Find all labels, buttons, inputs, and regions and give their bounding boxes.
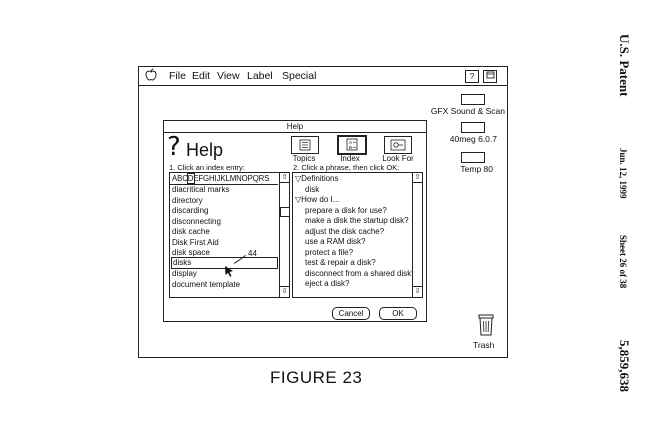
index-entry[interactable]: disk cache xyxy=(172,227,210,236)
volume-label[interactable]: GFX Sound & Scan xyxy=(430,106,505,116)
scroll-up-arrow-icon[interactable]: ⇧ xyxy=(413,174,422,183)
menu-file[interactable]: File xyxy=(169,70,186,82)
index-entry[interactable]: disconnecting xyxy=(172,216,221,226)
help-heading: Help xyxy=(186,140,224,160)
phrase-item[interactable]: eject a disk? xyxy=(305,279,350,288)
index-entry[interactable]: document template xyxy=(172,279,241,289)
selected-index-entry[interactable]: disks xyxy=(171,257,278,269)
application-menu-button[interactable] xyxy=(483,70,497,83)
ok-button[interactable]: OK xyxy=(379,307,417,320)
menu-bar: File Edit View Label Special ? xyxy=(139,67,507,86)
app-icon xyxy=(486,71,494,79)
step2-instruction: 2. Click a phrase, then click OK: xyxy=(293,163,400,172)
topics-icon[interactable] xyxy=(291,136,319,154)
scroll-down-arrow-icon[interactable]: ⇩ xyxy=(280,286,289,295)
alphabet-letters[interactable]: ABCDEFGHIJKLMNOPQRS xyxy=(172,174,270,183)
phrase-item[interactable]: protect a file? xyxy=(305,247,354,257)
patent-number: 5,859,638 xyxy=(617,340,632,392)
cancel-button[interactable]: Cancel xyxy=(332,307,370,320)
phrase-label: How do I... xyxy=(301,195,340,204)
patent-label: U.S. Patent xyxy=(617,34,632,97)
help-question-icon: ? xyxy=(167,132,181,162)
volume-label[interactable]: 40meg 6.0.7 xyxy=(449,134,497,144)
phrase-scrollbar[interactable]: ⇧ ⇩ xyxy=(412,173,422,297)
volume-label[interactable]: Temp 80 xyxy=(460,164,493,174)
menu-label[interactable]: Label xyxy=(247,70,273,82)
look-for-icon[interactable] xyxy=(384,136,412,154)
index-entry[interactable]: display xyxy=(172,269,197,278)
phrase-list[interactable]: ▽Definitions disk ▽How do I... prepare a… xyxy=(292,172,423,298)
phrase-item[interactable]: test & repair a disk? xyxy=(305,258,376,267)
figure-caption: FIGURE 23 xyxy=(270,368,363,387)
volume-icon[interactable] xyxy=(461,152,485,163)
phrase-item[interactable]: disconnect from a shared disk? xyxy=(305,268,416,278)
patent-date: Jun. 12, 1999 xyxy=(618,148,628,199)
help-menu-button[interactable]: ? xyxy=(465,70,479,83)
phrase-label: Definitions xyxy=(301,174,339,183)
sheet-number: Sheet 26 of 38 xyxy=(618,235,628,289)
index-entry[interactable]: discarding xyxy=(172,206,209,215)
phrase-group-how-do-i[interactable]: ▽How do I... xyxy=(295,195,339,204)
help-window-title[interactable]: Help xyxy=(164,121,426,133)
svg-text:B: B xyxy=(349,145,352,150)
trash-label: Trash xyxy=(473,340,495,350)
scroll-thumb[interactable] xyxy=(280,207,289,217)
tab-topics[interactable]: Topics xyxy=(292,154,316,163)
apple-menu-icon[interactable] xyxy=(145,68,157,84)
phrase-item[interactable]: use a RAM disk? xyxy=(305,237,366,246)
volume-icon[interactable] xyxy=(461,94,485,105)
index-list[interactable]: ABCDEFGHIJKLMNOPQRS diacritical marks di… xyxy=(169,172,290,298)
volume-icon[interactable] xyxy=(461,122,485,133)
tab-index[interactable]: Index xyxy=(340,154,360,163)
desktop-screen: File Edit View Label Special ? GFX Sound… xyxy=(138,66,508,358)
tab-look-for[interactable]: Look For xyxy=(382,154,414,163)
index-entry[interactable]: diacritical marks xyxy=(172,185,230,194)
index-scrollbar[interactable]: ⇧ ⇩ xyxy=(279,173,289,297)
alphabet-selection-marker xyxy=(187,173,195,184)
phrase-item[interactable]: disk xyxy=(305,184,320,194)
disclosure-triangle-icon[interactable]: ▽ xyxy=(295,195,302,204)
disclosure-triangle-icon[interactable]: ▽ xyxy=(295,174,302,183)
index-entry[interactable]: directory xyxy=(172,195,203,205)
trash-icon[interactable] xyxy=(477,313,495,342)
index-entry-label: disks xyxy=(173,258,192,267)
alphabet-bar[interactable]: ABCDEFGHIJKLMNOPQRS xyxy=(170,173,278,185)
step1-instruction: 1. Click an index entry: xyxy=(169,163,245,172)
phrase-item[interactable]: prepare a disk for use? xyxy=(305,205,387,215)
scroll-down-arrow-icon[interactable]: ⇩ xyxy=(413,286,422,295)
menu-view[interactable]: View xyxy=(217,70,240,82)
ref-44: 44 xyxy=(248,249,257,258)
phrase-group-definitions[interactable]: ▽Definitions xyxy=(295,174,339,183)
index-entry[interactable]: disk space xyxy=(172,248,210,257)
pointer-cursor-icon xyxy=(224,264,236,282)
menu-edit[interactable]: Edit xyxy=(192,70,211,82)
menu-special[interactable]: Special xyxy=(282,70,317,82)
svg-text:A: A xyxy=(349,140,352,145)
scroll-up-arrow-icon[interactable]: ⇧ xyxy=(280,174,289,183)
phrase-item[interactable]: make a disk the startup disk? xyxy=(305,216,409,225)
index-entry[interactable]: Disk First Aid xyxy=(172,237,219,247)
phrase-item[interactable]: adjust the disk cache? xyxy=(305,226,385,236)
